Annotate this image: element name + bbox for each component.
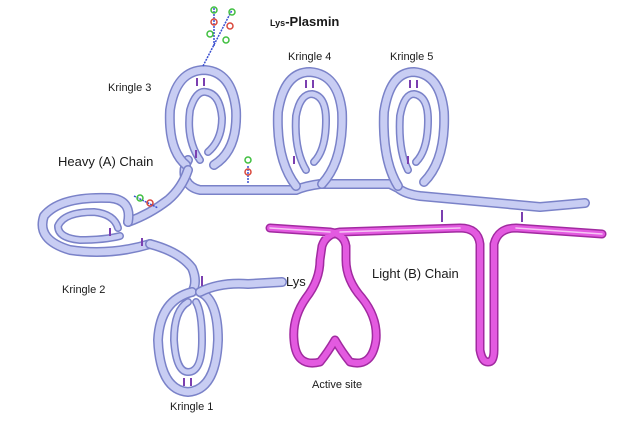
kringle5-label: Kringle 5 — [390, 51, 433, 63]
heavy-chain-link-fill — [124, 166, 192, 226]
kringle3-inner-fill — [186, 89, 225, 163]
glycan-chain-kringle3 — [202, 6, 236, 67]
glycan-chain-backbone — [244, 156, 252, 184]
kringle4-inner-fill — [293, 91, 329, 173]
kringle4-fill — [274, 68, 346, 190]
heavy-chain-link2-fill — [146, 240, 199, 296]
disulfide-bridges — [109, 78, 523, 386]
glycan-linker — [133, 195, 159, 209]
title-prefix: Lys — [270, 18, 285, 28]
glycan-node-icon — [136, 194, 144, 202]
kringle5-fill — [380, 68, 448, 190]
heavy-chain — [37, 65, 590, 397]
kringle2-fill — [39, 194, 154, 256]
light-chain-label: Light (B) Chain — [372, 266, 459, 281]
glycan-node-icon — [226, 22, 234, 30]
glycan-node-icon — [244, 156, 252, 164]
glycan-linker — [202, 9, 233, 67]
glycan-chain-kringle2 — [133, 194, 159, 209]
kringle2-label: Kringle 2 — [62, 284, 105, 296]
light-chain-highlight — [269, 227, 603, 235]
title-main: -Plasmin — [285, 14, 339, 29]
glycan-node-icon — [146, 199, 154, 207]
glycan-node-icon — [222, 36, 230, 44]
heavy-chain-label: Heavy (A) Chain — [58, 154, 153, 169]
heavy-chain-tail-fill — [196, 278, 286, 296]
glycan-node-icon — [228, 8, 236, 16]
kringle1-label: Kringle 1 — [170, 401, 213, 413]
kringle2-inner-fill — [55, 209, 123, 243]
title: Lys-Plasmin — [270, 14, 339, 29]
kringle1-inner-fill — [171, 299, 205, 375]
glycan-node-icon — [244, 168, 252, 176]
light-chain-fill — [267, 225, 605, 366]
glycan-node-icon — [210, 6, 218, 14]
glycan-node-icon — [206, 30, 214, 38]
kringle3-label: Kringle 3 — [108, 82, 151, 94]
light-chain — [265, 223, 607, 368]
kringle5-inner-fill — [397, 91, 431, 173]
kringle1-fill — [154, 288, 222, 396]
kringle3-fill — [166, 66, 240, 169]
glycan-node-icon — [210, 18, 218, 26]
lys-label: Lys — [286, 274, 306, 289]
kringle4-label: Kringle 4 — [288, 51, 331, 63]
active-site-label: Active site — [312, 379, 362, 391]
